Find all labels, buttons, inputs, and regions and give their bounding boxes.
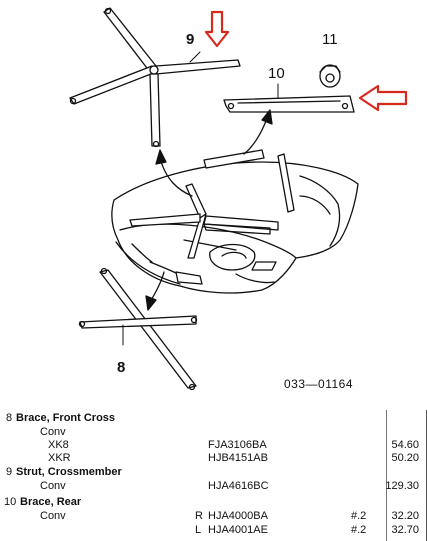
rear-brace-part (223, 95, 355, 113)
parts-row: Conv R HJA4000BA #.2 32.20 (0, 510, 427, 523)
part-number: HJA4001AE (208, 524, 268, 536)
part-name: Brace, Front Cross (16, 412, 116, 424)
item-number: 9 (6, 466, 13, 478)
variant: Conv (40, 480, 66, 492)
callout-10: 10 (268, 65, 285, 82)
front-cross-brace-part (78, 267, 198, 391)
callout-11: 11 (322, 31, 338, 48)
column-divider (386, 410, 387, 541)
installed-brace (129, 183, 279, 259)
parts-row: 8 Brace, Front Cross (0, 412, 427, 425)
red-left-arrow-icon (358, 84, 408, 112)
quantity: #.2 (351, 510, 367, 522)
parts-row: XK8 FJA3106BA 54.60 (0, 439, 427, 452)
parts-row: Conv HJA4616BC 129.30 (0, 480, 427, 493)
red-down-arrow-icon (204, 10, 230, 48)
strut-crossmember-part (69, 7, 241, 148)
price: 50.20 (391, 452, 419, 464)
part-name: Strut, Crossmember (16, 466, 122, 478)
variant: Conv (40, 510, 66, 522)
price: 32.70 (391, 524, 419, 536)
callout-8: 8 (117, 359, 125, 376)
parts-row: XKR HJB4151AB 50.20 (0, 452, 427, 465)
pointer-arrows (145, 109, 273, 311)
parts-row: 9 Strut, Crossmember (0, 466, 427, 479)
parts-list: 8 Brace, Front Cross Conv XK8 FJA3106BA … (0, 410, 427, 541)
installed-rear-brace (203, 149, 295, 213)
side: R (195, 510, 203, 522)
price: 129.30 (385, 480, 419, 492)
variant: Conv (40, 426, 66, 438)
part-number: FJA3106BA (208, 439, 267, 451)
parts-row: L HJA4001AE #.2 32.70 (0, 524, 427, 537)
model: XK8 (48, 439, 69, 451)
price: 32.20 (391, 510, 419, 522)
model: XKR (48, 452, 71, 464)
part-number: HJA4000BA (208, 510, 268, 522)
part-number: HJB4151AB (208, 452, 268, 464)
price: 54.60 (391, 439, 419, 451)
figure-code: 033—01164 (284, 377, 353, 391)
nut-part (319, 64, 341, 88)
car-body-outline (111, 161, 359, 294)
quantity: #.2 (351, 524, 367, 536)
part-name: Brace, Rear (20, 496, 82, 508)
item-number: 8 (6, 412, 13, 424)
callout-9: 9 (186, 31, 194, 48)
part-number: HJA4616BC (208, 480, 269, 492)
parts-row: Conv (0, 426, 427, 439)
side: L (195, 524, 202, 536)
parts-diagram: 9 10 11 8 033—01164 (69, 7, 408, 391)
parts-row: 10 Brace, Rear (0, 496, 427, 509)
item-number: 10 (4, 496, 17, 508)
